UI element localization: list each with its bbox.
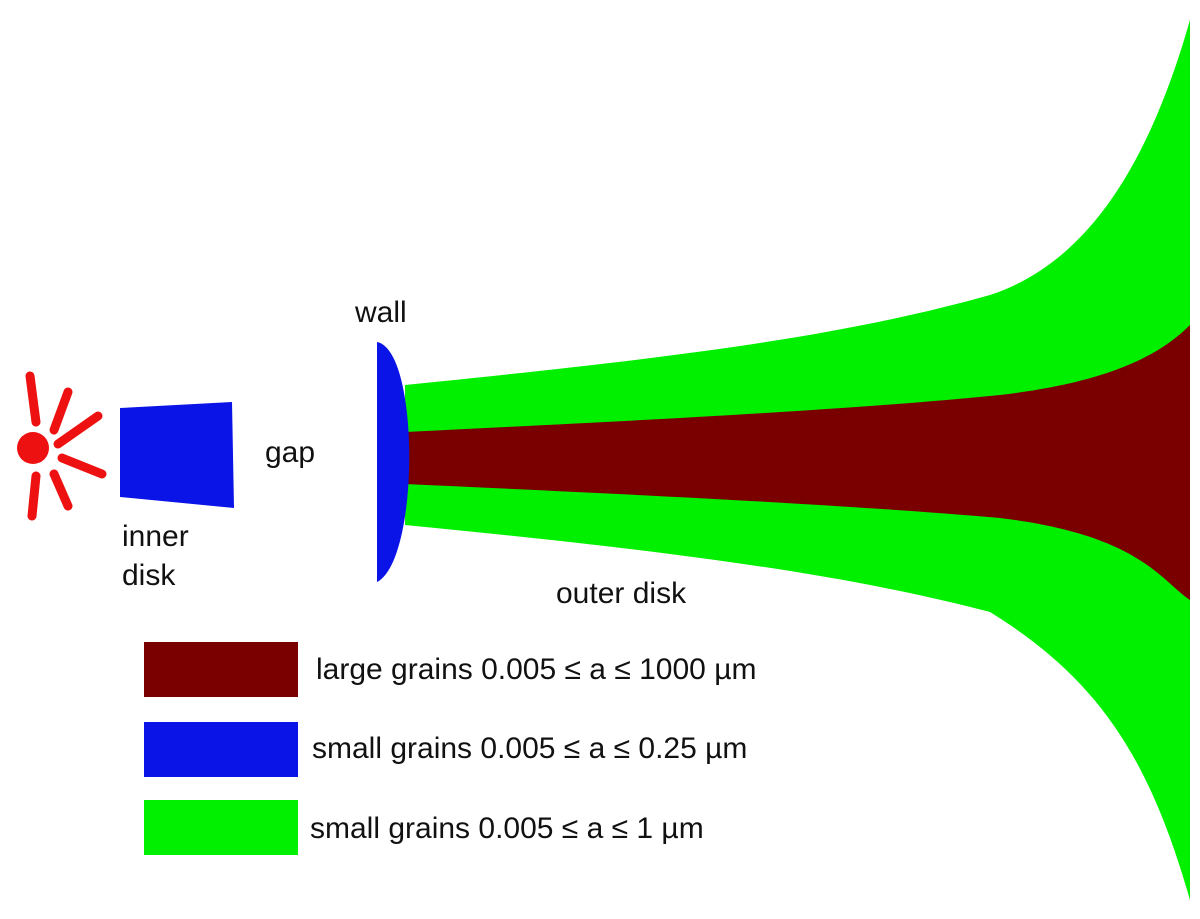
legend-swatch-small-grains-025 — [144, 722, 298, 777]
legend-label-small-grains-025: small grains 0.005 ≤ a ≤ 0.25 µm — [312, 732, 747, 765]
star-ray — [53, 411, 103, 449]
wall-label: wall — [354, 296, 407, 329]
star-ray — [49, 387, 73, 435]
legend: large grains 0.005 ≤ a ≤ 1000 µm small g… — [144, 642, 756, 855]
legend-swatch-small-grains-1 — [144, 800, 298, 855]
inner-disk-label-line2: disk — [122, 559, 176, 592]
star-ray — [27, 471, 41, 521]
star-ray — [57, 453, 107, 479]
outer-disk-label: outer disk — [556, 577, 687, 610]
outer-disk-midplane-layer — [405, 325, 1190, 600]
star-sun-icon — [17, 371, 107, 521]
star-ray — [49, 469, 73, 511]
wall-shape — [377, 342, 410, 582]
legend-label-large-grains: large grains 0.005 ≤ a ≤ 1000 µm — [316, 653, 756, 686]
star-core — [17, 432, 49, 464]
legend-swatch-large-grains — [144, 642, 298, 697]
inner-disk-label-line1: inner — [122, 520, 189, 553]
star-ray — [25, 371, 41, 427]
inner-disk-shape — [120, 402, 234, 508]
legend-label-small-grains-1: small grains 0.005 ≤ a ≤ 1 µm — [310, 812, 704, 845]
gap-label: gap — [265, 436, 315, 469]
